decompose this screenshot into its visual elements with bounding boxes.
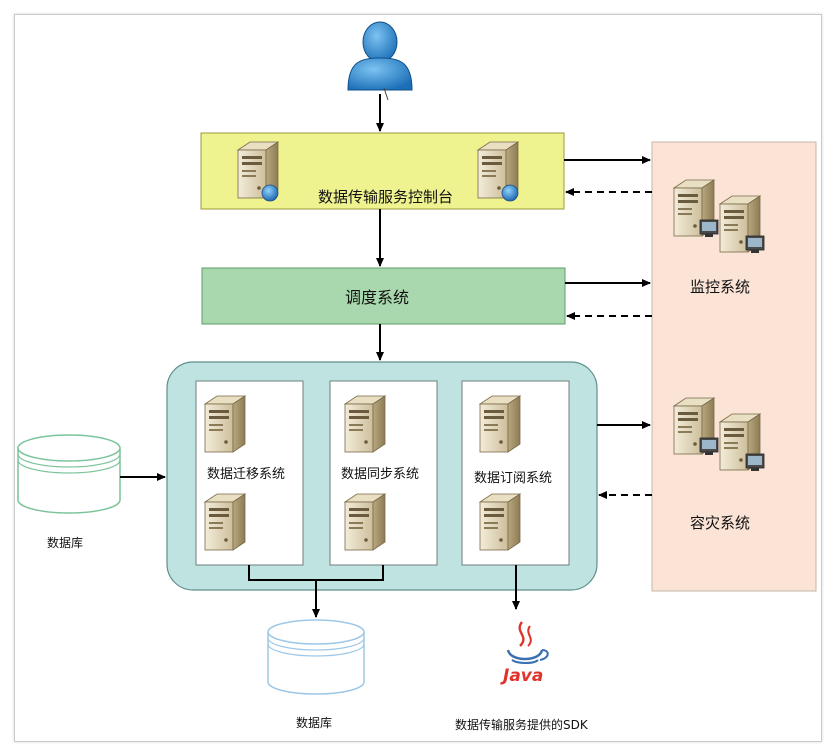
- scheduler-label: 调度系统: [345, 288, 410, 307]
- migration-label: 数据迁移系统: [207, 467, 286, 482]
- java-logo-icon: [506, 621, 549, 664]
- migration-server-icon: [204, 493, 246, 551]
- java-logo-text: Java: [503, 666, 544, 686]
- source-database-icon: [17, 434, 121, 514]
- globe-icon: [501, 184, 519, 202]
- subscribe-server-icon: [479, 493, 521, 551]
- globe-icon: [261, 184, 279, 202]
- subscribe-label: 数据订阅系统: [474, 471, 553, 486]
- disaster-label: 容灾系统: [690, 514, 751, 532]
- console-label: 数据传输服务控制台: [318, 188, 454, 206]
- target-database-icon: [267, 619, 365, 695]
- diagram-frame: [14, 14, 822, 742]
- source-database-label: 数据库: [47, 536, 84, 550]
- sdk-label: 数据传输服务提供的SDK: [455, 718, 588, 732]
- sync-server-icon: [344, 493, 386, 551]
- monitor-workstation-icon: [674, 180, 718, 237]
- monitor-label: 监控系统: [690, 278, 751, 296]
- disaster-workstation-icon: [674, 398, 718, 455]
- migration-server-icon: [204, 395, 246, 453]
- target-database-label: 数据库: [296, 716, 333, 730]
- disaster-workstation-icon: [720, 414, 764, 471]
- monitor-workstation-icon: [720, 196, 764, 253]
- scheduler-box: [201, 267, 566, 325]
- subscribe-server-icon: [479, 395, 521, 453]
- user-icon: [347, 21, 413, 101]
- sync-server-icon: [344, 395, 386, 453]
- sync-label: 数据同步系统: [341, 467, 420, 482]
